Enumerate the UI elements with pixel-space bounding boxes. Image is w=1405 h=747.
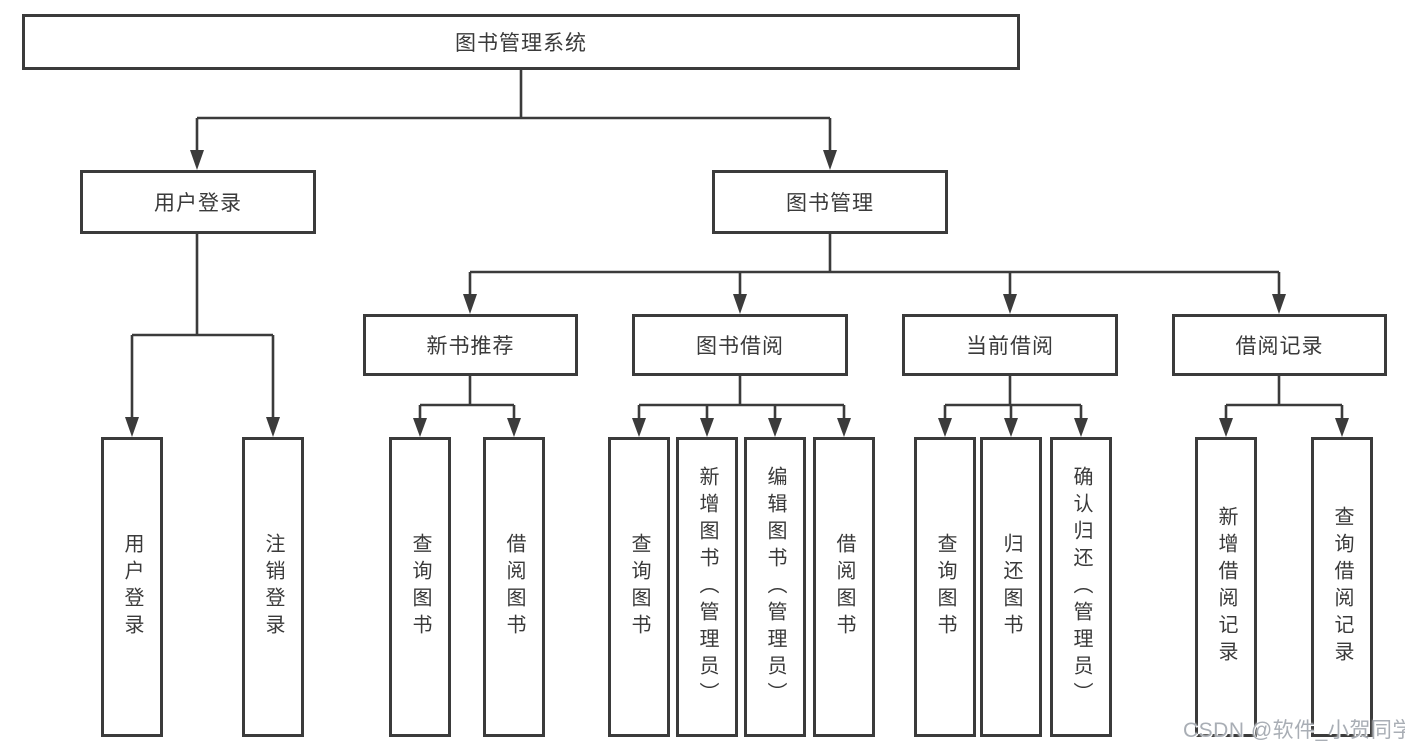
leaf-query-borrow-record: 查询借阅记录 [1311, 437, 1373, 737]
node-borrowing-records: 借阅记录 [1172, 314, 1387, 376]
csdn-watermark: CSDN @软件_小贺同学 [1183, 719, 1405, 742]
leaf-logout: 注销登录 [242, 437, 304, 737]
leaf-borrow-books-recommend: 借阅图书 [483, 437, 545, 737]
leaf-query-books-borrow: 查询图书 [608, 437, 670, 737]
leaf-add-borrow-record: 新增借阅记录 [1195, 437, 1257, 737]
leaf-return-book: 归还图书 [980, 437, 1042, 737]
arrowheads [125, 150, 1349, 437]
leaf-user-login: 用户登录 [101, 437, 163, 737]
node-current-borrowing: 当前借阅 [902, 314, 1118, 376]
node-book-borrowing: 图书借阅 [632, 314, 848, 376]
leaf-confirm-return-admin: 确认归还（管理员） [1050, 437, 1112, 737]
leaf-add-book-admin: 新增图书（管理员） [676, 437, 738, 737]
node-book-management: 图书管理 [712, 170, 948, 234]
leaf-query-books-current: 查询图书 [914, 437, 976, 737]
leaf-borrow-books: 借阅图书 [813, 437, 875, 737]
leaf-edit-book-admin: 编辑图书（管理员） [744, 437, 806, 737]
node-new-book-recommendation: 新书推荐 [363, 314, 578, 376]
node-user-login-branch: 用户登录 [80, 170, 316, 234]
leaf-query-books-recommend: 查询图书 [389, 437, 451, 737]
node-root: 图书管理系统 [22, 14, 1020, 70]
